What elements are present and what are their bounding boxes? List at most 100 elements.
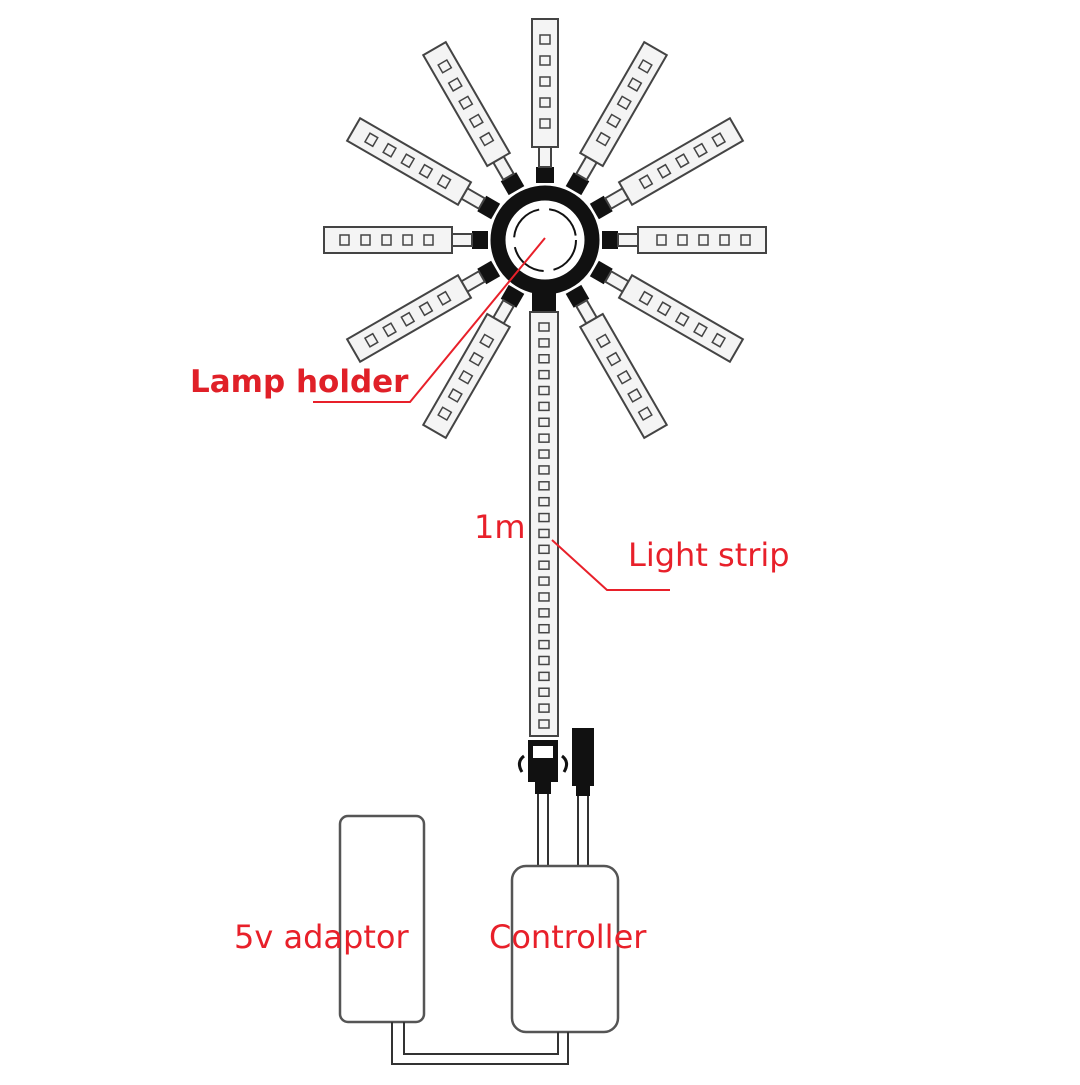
lamp-holder: [490, 185, 600, 295]
led: [539, 118, 551, 129]
radiating-strip: [589, 260, 745, 364]
strip-led: [538, 623, 550, 634]
lamp-holder-inner-ring: [513, 208, 577, 272]
radiating-strip: [421, 40, 525, 196]
led: [627, 388, 643, 403]
strip-led: [538, 433, 550, 443]
radiating-strip: [345, 116, 501, 220]
led: [719, 234, 730, 246]
led: [539, 97, 551, 108]
strip-led: [538, 671, 550, 682]
led: [677, 234, 688, 246]
strip-led: [538, 512, 550, 523]
strip-plug-neck: [535, 782, 551, 794]
radiating-strip: [531, 18, 559, 183]
controller-box: [510, 864, 620, 1034]
controller-label: Controller: [489, 918, 647, 956]
led: [458, 369, 474, 385]
led: [711, 332, 727, 348]
strip-led: [538, 639, 550, 650]
led: [437, 58, 453, 74]
radiating-strip: [565, 284, 669, 440]
strip-led: [538, 496, 550, 507]
led: [436, 290, 452, 306]
led: [595, 131, 611, 147]
led: [363, 332, 379, 348]
light-strip-body: [529, 311, 559, 737]
led: [360, 234, 371, 246]
led: [468, 351, 484, 367]
led: [447, 77, 463, 92]
led: [656, 163, 672, 179]
light-strip-label: Light strip: [628, 536, 790, 574]
led: [740, 234, 751, 246]
plug-clips: [517, 754, 569, 773]
radiating-strip: [589, 116, 745, 220]
led: [437, 406, 453, 422]
led: [400, 153, 416, 169]
led: [479, 333, 495, 349]
lamp-holder-label: Lamp holder: [190, 364, 409, 400]
lamp-holder-ring: [490, 185, 600, 295]
power-plug: [572, 728, 594, 786]
led: [638, 290, 654, 306]
strip-led: [538, 481, 550, 491]
strip-led: [538, 608, 550, 618]
led: [674, 311, 690, 327]
strip-led: [538, 354, 550, 364]
led: [627, 77, 643, 92]
strip-leds: [538, 322, 550, 729]
led: [606, 113, 622, 129]
led: [402, 234, 413, 246]
controller-wires: [537, 794, 589, 866]
led: [436, 174, 452, 190]
adaptor-controller-wire: [391, 1022, 569, 1065]
led: [418, 301, 434, 317]
power-plug-neck: [576, 786, 590, 796]
led: [637, 406, 653, 422]
led: [693, 142, 708, 158]
lamp-holder-leader: [313, 237, 546, 403]
strip-led: [538, 369, 550, 380]
length-label: 1m: [474, 508, 526, 546]
vertical-light-strip: [529, 292, 559, 737]
strip-led: [538, 592, 550, 602]
led: [595, 333, 611, 349]
leader-lines: [313, 237, 670, 591]
led: [638, 174, 654, 190]
led: [458, 95, 474, 111]
strip-led: [538, 544, 550, 555]
led: [539, 76, 551, 87]
led: [539, 55, 551, 66]
strip-led: [538, 687, 550, 697]
strip-connector-top: [532, 292, 556, 314]
led: [616, 95, 632, 111]
led: [418, 163, 434, 179]
led: [400, 311, 416, 327]
led: [479, 131, 495, 147]
adaptor-box: [338, 814, 426, 1024]
strip-led: [538, 528, 550, 539]
radiating-strip: [602, 226, 767, 254]
strip-plug-window: [533, 746, 553, 758]
led: [423, 234, 434, 246]
radiating-strip: [421, 284, 525, 440]
led: [381, 234, 392, 246]
led: [447, 388, 463, 403]
strip-led: [538, 322, 550, 332]
strip-led: [538, 465, 550, 475]
led: [711, 132, 727, 148]
led: [656, 301, 672, 317]
led: [637, 58, 653, 74]
strip-led: [538, 719, 550, 729]
connectors: [517, 728, 594, 796]
led: [606, 351, 622, 367]
led: [363, 132, 379, 148]
radiating-strip: [323, 226, 488, 254]
radiating-strip: [565, 40, 669, 196]
led: [656, 234, 667, 246]
adaptor-label: 5v adaptor: [234, 918, 409, 956]
radiating-strip: [345, 260, 501, 364]
